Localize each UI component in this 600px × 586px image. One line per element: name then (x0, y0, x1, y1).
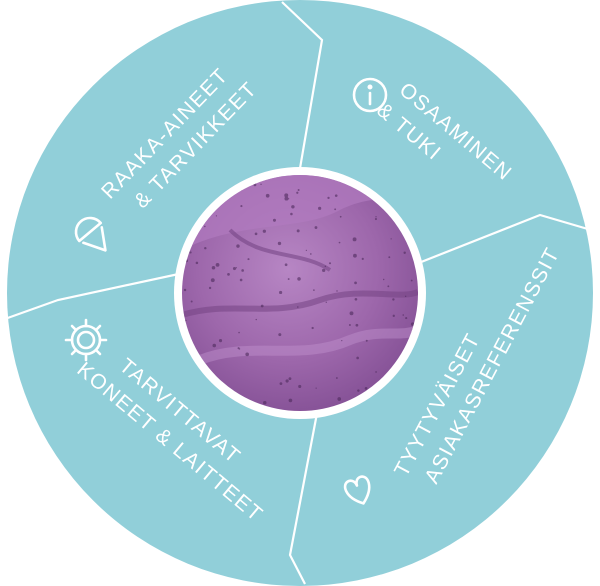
gear-icon (64, 318, 108, 362)
divider-top (281, 1, 324, 181)
divider-left (1, 270, 189, 322)
ice-cream-icon (74, 216, 107, 252)
divider-bottom (288, 407, 320, 585)
center-gelato-image (182, 175, 418, 411)
info-icon (352, 77, 388, 113)
divider-right (405, 213, 599, 270)
heart-icon (343, 475, 371, 505)
